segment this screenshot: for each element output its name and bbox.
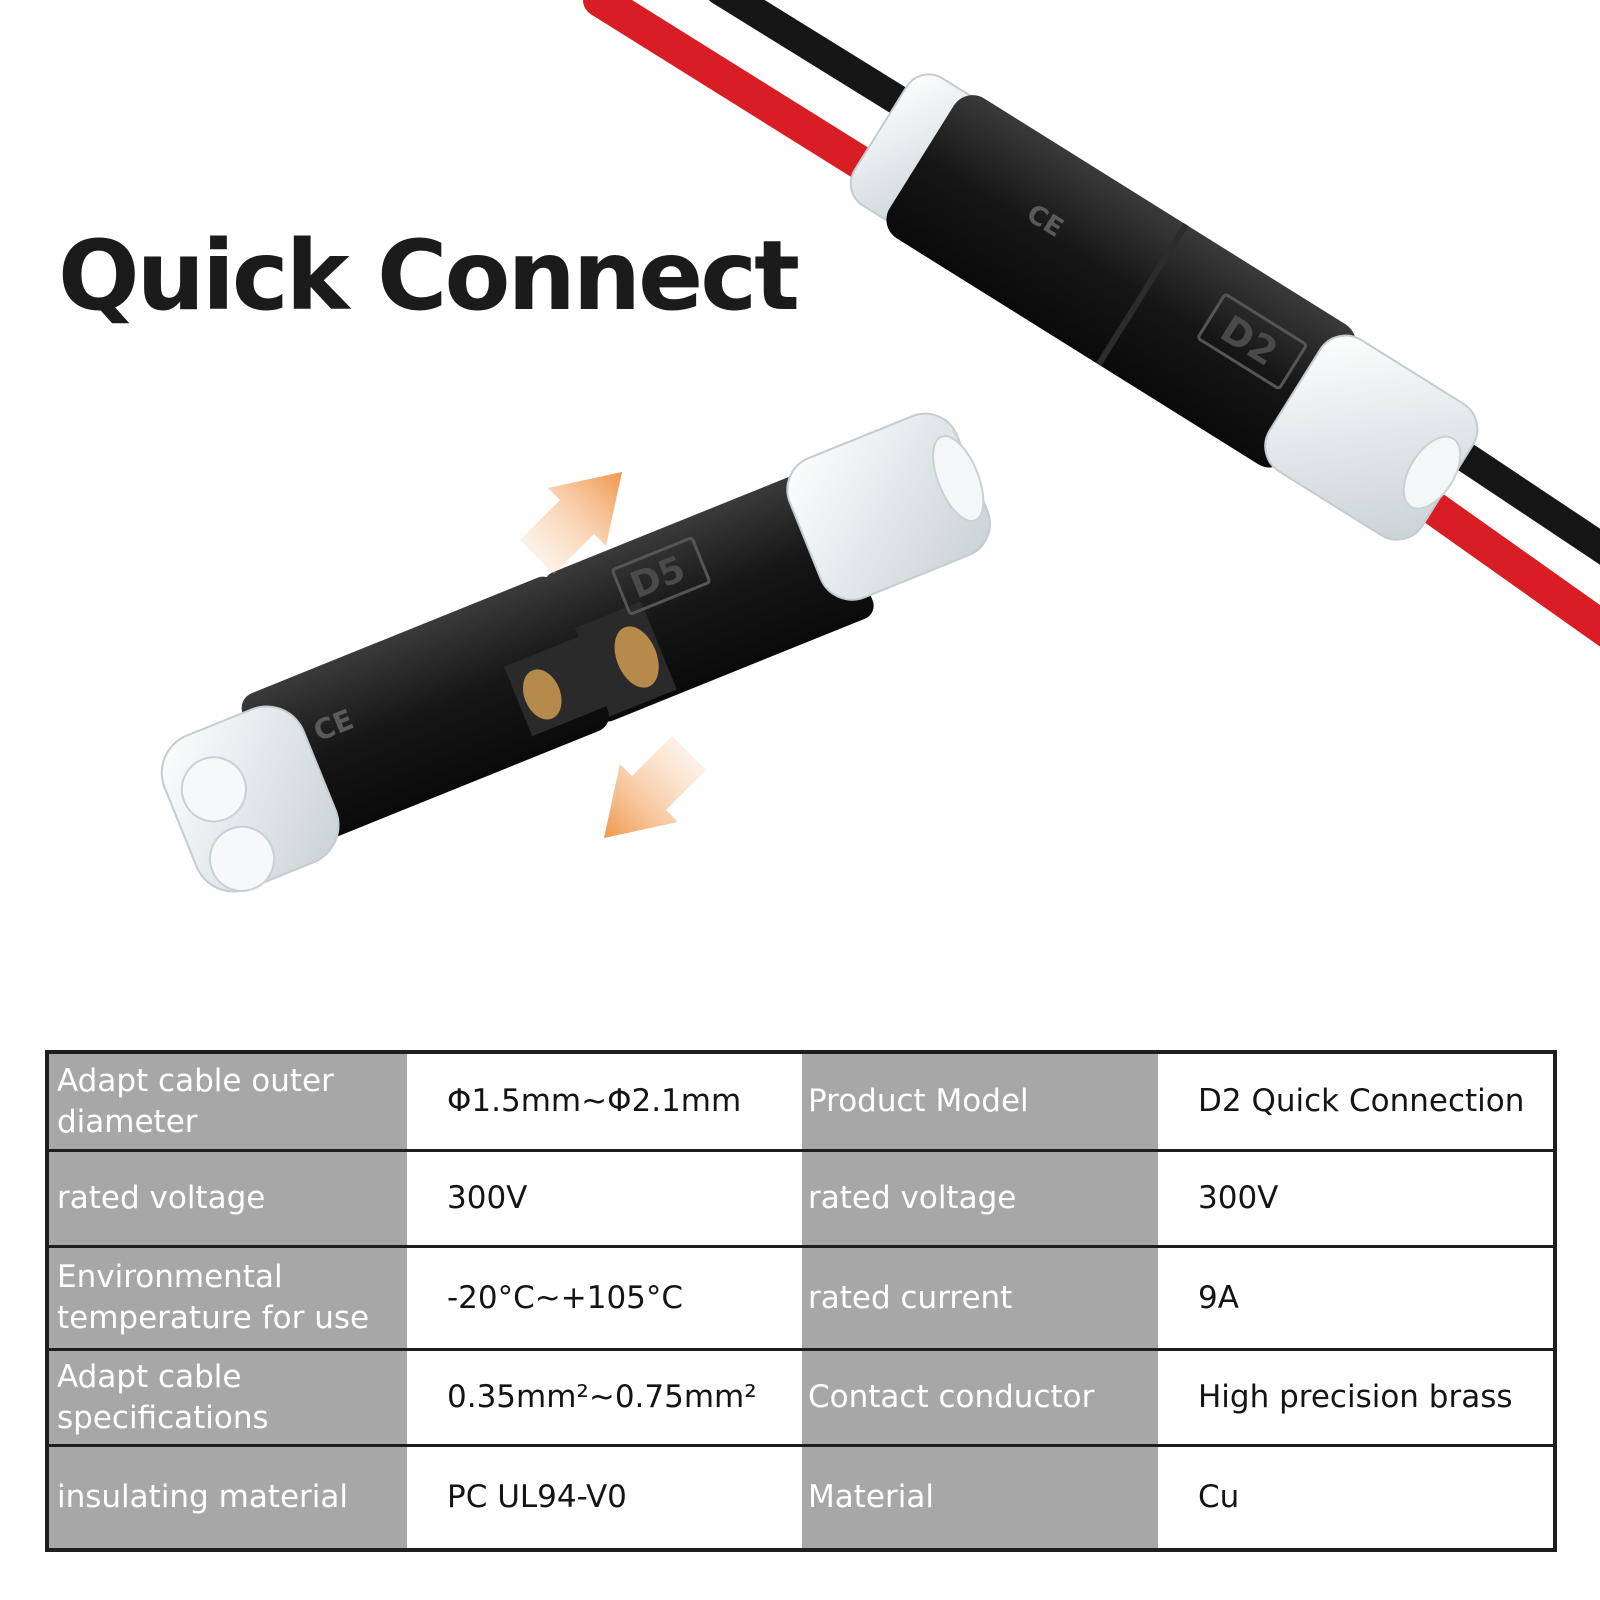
spec-value: -20°C~+105°C [407,1248,802,1351]
spec-table: Adapt cable outer diameter Φ1.5mm~Φ2.1mm… [45,1050,1557,1552]
spec-label: Contact conductor [802,1351,1158,1447]
spec-value: Φ1.5mm~Φ2.1mm [407,1054,802,1152]
product-illustration: CE D2 D5 CE [160,0,1600,893]
black-wire-in [708,0,945,135]
spec-label: rated current [802,1248,1158,1351]
arrow-up-icon [520,472,622,574]
spec-label: rated voltage [49,1152,407,1248]
page-title: Quick Connect [58,220,800,332]
spec-value: 300V [407,1152,802,1248]
spec-label: Material [802,1447,1158,1548]
spec-label: Adapt cable outer diameter [49,1054,407,1152]
red-wire-in [583,0,897,192]
spec-value: 9A [1158,1248,1553,1351]
lower-connector-half: CE [160,576,625,893]
spec-value: 300V [1158,1152,1553,1248]
spec-value: 0.35mm²~0.75mm² [407,1351,802,1447]
top-connector-assembly: CE D2 [583,0,1600,647]
spec-label: rated voltage [802,1152,1158,1248]
spec-label: Product Model [802,1054,1158,1152]
top-black-housing [886,95,1356,468]
spec-value: High precision brass [1158,1351,1553,1447]
spec-label: Environmental temperature for use [49,1248,407,1351]
spec-value: Cu [1158,1447,1553,1548]
arrow-down-icon [604,736,706,838]
spec-value: PC UL94-V0 [407,1447,802,1548]
black-wire-out [1425,425,1600,565]
spec-label: insulating material [49,1447,407,1548]
lower-clear-cap [160,705,340,893]
spec-value: D2 Quick Connection [1158,1054,1553,1152]
spec-label: Adapt cable specifications [49,1351,407,1447]
